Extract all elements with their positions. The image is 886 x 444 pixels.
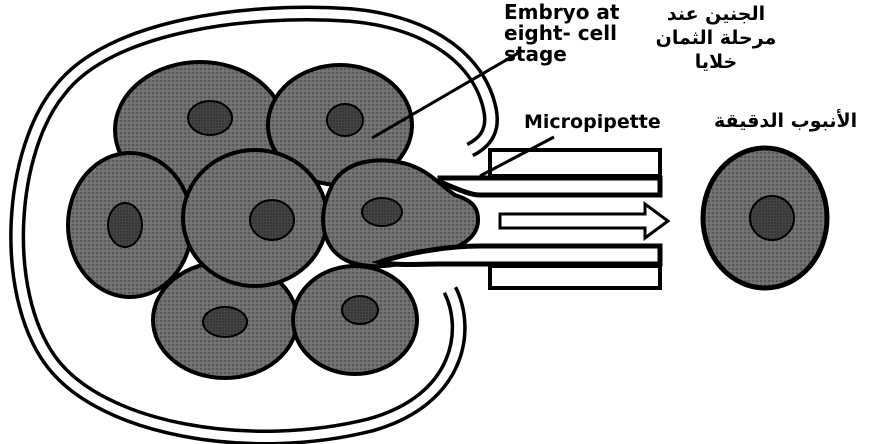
nucleus [327,104,363,136]
aspiration-arrow [500,204,668,238]
embryo-label: Embryo at eight- cell stage [504,2,619,65]
nucleus [188,101,232,135]
micropipette-label: Micropipette [524,110,661,134]
embryo-label-arabic: الجنين عند مرحلة الثمان خلايا [640,2,792,74]
nucleus [203,307,247,337]
micropipette-label-arabic: الأنبوب الدقيقة [714,108,857,134]
nucleus [362,198,402,226]
nucleus [250,200,294,240]
nucleus [342,296,378,324]
biopsied-cell [703,148,827,288]
nucleus [108,203,142,247]
